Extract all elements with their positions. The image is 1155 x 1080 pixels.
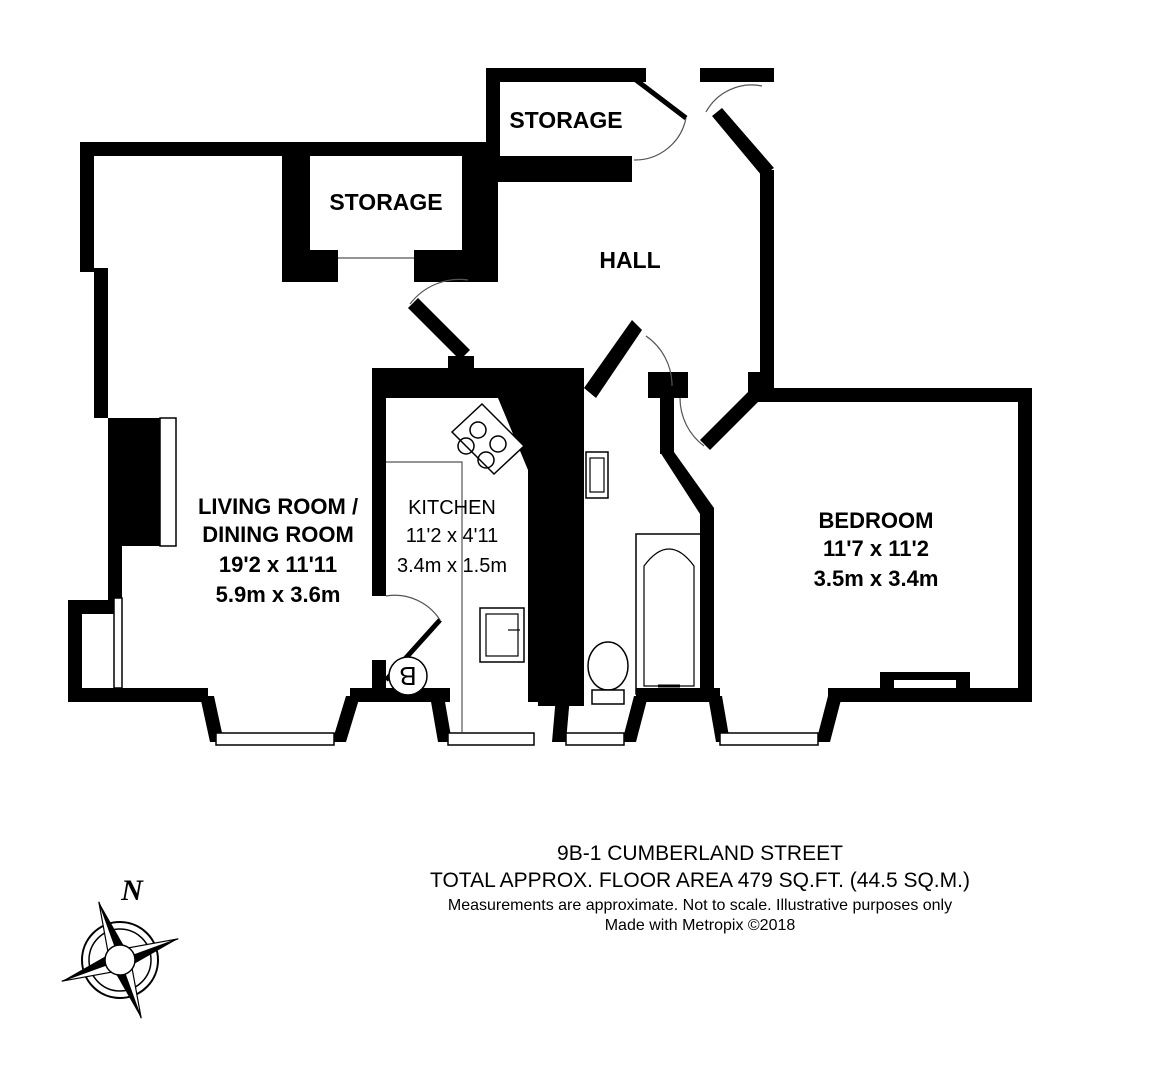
svg-text:19'2 x 11'11: 19'2 x 11'11 [219,552,337,577]
wall-bedroom-bay-left [708,696,730,742]
window-living-bay [215,732,335,746]
storage-top-label: STORAGE [509,107,622,133]
svg-text:KITCHEN: KITCHEN [408,497,496,519]
wall-kitchen-south [528,688,584,702]
wall-bath-hall-diag [584,320,642,398]
wall-bath-bay-left [552,696,570,742]
wall-kitchen-east-wedge [498,398,584,706]
wall-bedroom-nw-diag [700,390,760,450]
wall-living-north [80,142,290,156]
bathroom-basin [585,451,609,499]
window-bedroom [719,732,819,746]
compass-rose: N [61,874,179,1019]
wall-hall-sw-diag [408,298,470,360]
fireplace-breast [118,418,160,546]
hob [450,402,526,476]
wall-hall-north [700,68,774,82]
svg-text:BEDROOM: BEDROOM [819,508,934,533]
wall-living-west-jog [94,268,108,418]
wall-bedroom-north [748,388,1032,402]
svg-text:3.4m x 1.5m: 3.4m x 1.5m [397,555,507,577]
kitchen-label: KITCHEN 11'2 x 4'11 3.4m x 1.5m [397,497,507,577]
bedroom-fireplace-hearth [894,680,956,688]
wall-living-west-bay-v [68,600,82,700]
wall-bath-bay-right [622,696,648,742]
wall-kitchen-west [372,396,386,596]
door-kitchen [385,594,441,621]
fireplace-surround [159,417,177,547]
window-living-west [113,597,123,689]
bath [635,533,703,695]
svg-text:11'2 x 4'11: 11'2 x 4'11 [406,525,499,547]
wall-bath-east-diag [660,452,714,514]
wall-bedroom-east [1018,388,1032,702]
wall-storage-left-se [414,250,498,282]
compass-north-label: N [120,874,144,907]
wall-kitchen-north-pier [448,356,474,376]
wall-kitchen-bay-left [430,696,452,742]
kitchen-worktop [386,461,463,732]
walls [68,68,1032,742]
door-bathroom [645,335,673,387]
wall-storage-top-s [486,156,632,182]
wall-bath-pier [648,372,688,398]
wall-bath-south [636,688,708,702]
window-kitchen [447,732,535,746]
wall-bath-east-upper [660,396,674,454]
wall-living-bay-right [332,696,360,742]
toilet [587,641,629,705]
door-entrance [705,84,763,113]
wall-hall-ne-diag [712,108,774,176]
wall-storage-top-w [486,68,500,164]
wall-living-bay-left [200,696,224,742]
windows [113,417,819,746]
wall-living-sw [68,688,208,702]
fixtures [386,402,703,732]
disclaimer-caption: Measurements are approximate. Not to sca… [447,897,953,914]
wall-kitchen-west-lower [372,660,386,698]
floor-area-caption: TOTAL APPROX. FLOOR AREA 479 SQ.FT. (44.… [430,869,970,892]
credit-caption: Made with Metropix ©2018 [604,917,796,934]
hall-label: HALL [599,247,660,273]
door-living-hall [409,278,469,305]
kitchen-sink [479,607,525,663]
svg-text:DINING ROOM: DINING ROOM [202,522,354,547]
svg-text:3.5m x 3.4m: 3.5m x 3.4m [814,566,939,591]
wall-bath-east [700,508,714,702]
wall-hall-east [760,170,774,388]
boiler-label: B [399,661,416,691]
wall-kitchen-north [372,368,584,398]
wall-storage-top-n [486,68,646,82]
bedroom-label: BEDROOM 11'7 x 11'2 3.5m x 3.4m [814,508,939,591]
boiler: B [388,656,428,696]
svg-text:5.9m x 3.6m: 5.9m x 3.6m [216,582,341,607]
address-caption: 9B-1 CUMBERLAND STREET [557,842,843,865]
window-bathroom [565,732,625,746]
svg-text:11'7 x 11'2: 11'7 x 11'2 [823,536,929,561]
svg-text:LIVING ROOM /: LIVING ROOM / [198,494,358,519]
storage-left-label: STORAGE [329,189,442,215]
wall-bedroom-bay-right [816,696,842,742]
wall-storage-left-n [282,142,482,156]
wall-living-west [80,142,94,272]
wall-storage-left-sw [282,250,338,282]
living-room-label: LIVING ROOM / DINING ROOM 19'2 x 11'11 5… [198,494,358,607]
wall-bedroom-south [828,688,1032,702]
door-bedroom [679,397,705,447]
door-storage-top [633,117,687,161]
